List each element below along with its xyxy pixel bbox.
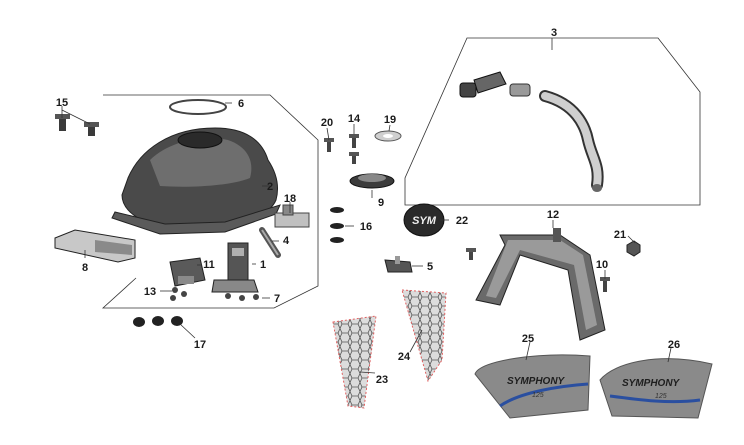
screw-set-14 xyxy=(349,134,359,164)
tank-decal-left: SYMPHONY 125 xyxy=(474,354,591,419)
callout-1: 1 xyxy=(260,259,266,271)
screw-20 xyxy=(324,138,334,152)
callout-23: 23 xyxy=(376,374,388,386)
hose-group-frame xyxy=(404,37,701,206)
sym-emblem: SYM xyxy=(403,203,445,237)
callout-18: 18 xyxy=(284,193,296,205)
callout-5: 5 xyxy=(427,261,433,273)
callout-17: 17 xyxy=(194,339,206,351)
callout-2: 2 xyxy=(267,181,273,193)
callout-14: 14 xyxy=(348,113,361,125)
fuel-tank xyxy=(111,127,281,235)
callout-7: 7 xyxy=(274,293,280,305)
tank-group-frame xyxy=(101,94,319,309)
fuel-pump xyxy=(211,242,259,293)
hose-clip xyxy=(384,256,413,273)
callout-15: 15 xyxy=(56,97,68,109)
callout-labels: 3 6 15 20 14 19 2 9 18 22 16 4 12 8 21 1… xyxy=(56,27,680,386)
sym-logo-text: SYM xyxy=(412,215,437,227)
callout-20: 20 xyxy=(321,117,333,129)
decal-left-sub: 125 xyxy=(532,392,544,399)
callout-12: 12 xyxy=(547,209,559,221)
callout-6: 6 xyxy=(238,98,244,110)
screw-set-13 xyxy=(170,287,187,301)
callout-25: 25 xyxy=(522,333,534,345)
nut xyxy=(626,240,641,257)
decal-right-sub: 125 xyxy=(655,393,667,400)
leader-lines xyxy=(61,38,672,374)
decal-right-text: SYMPHONY xyxy=(622,378,681,389)
screw-set-7 xyxy=(225,293,259,301)
bolt-set-15 xyxy=(55,114,99,136)
gasket xyxy=(374,130,402,142)
callout-16: 16 xyxy=(360,221,372,233)
callout-10: 10 xyxy=(596,259,608,271)
bolt-10 xyxy=(600,277,610,292)
callout-3: 3 xyxy=(551,27,557,39)
callout-19: 19 xyxy=(384,114,396,126)
callout-8: 8 xyxy=(82,262,88,274)
bracket-bolt xyxy=(466,248,476,260)
callout-11: 11 xyxy=(203,259,215,271)
washer-set xyxy=(330,207,344,243)
filler-ring xyxy=(169,99,227,115)
callout-9: 9 xyxy=(378,197,384,209)
filler-cap xyxy=(349,173,395,189)
grommet-set xyxy=(133,316,183,327)
tank-cushion xyxy=(54,229,136,263)
decal-left-text: SYMPHONY xyxy=(507,376,566,387)
mesh-panel-left xyxy=(332,315,377,409)
fuel-hose-short xyxy=(259,227,281,258)
callout-26: 26 xyxy=(668,339,680,351)
pump-bracket xyxy=(169,257,206,287)
callout-22: 22 xyxy=(456,215,468,227)
callout-21: 21 xyxy=(614,229,626,241)
hose-assembly xyxy=(459,71,604,192)
tank-decal-right: SYMPHONY 125 xyxy=(599,358,713,419)
callout-13: 13 xyxy=(144,286,156,298)
level-sensor xyxy=(274,204,310,228)
mesh-panel-right xyxy=(401,289,447,383)
tank-bracket xyxy=(475,228,606,341)
callout-4: 4 xyxy=(283,235,290,247)
callout-24: 24 xyxy=(398,351,411,363)
